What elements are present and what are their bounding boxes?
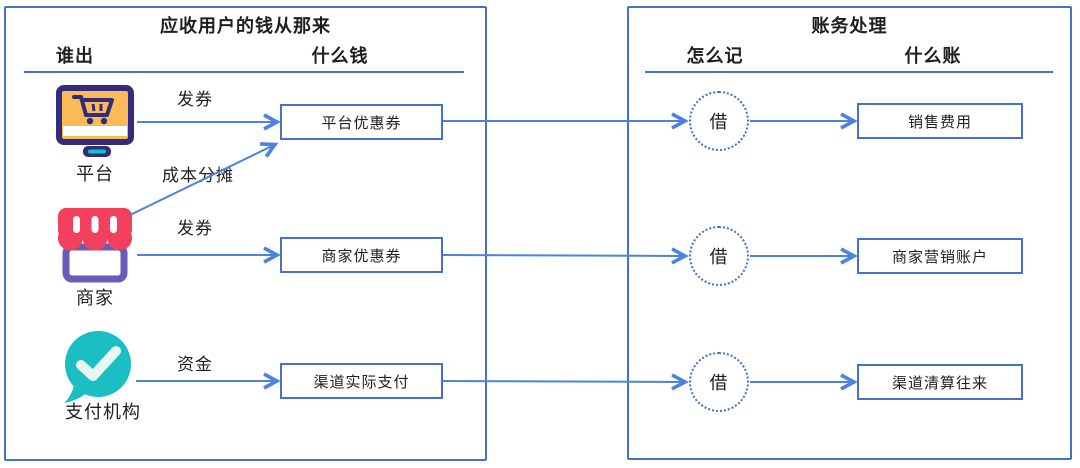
account-box-channel-clearing: 渠道清算往来 <box>857 364 1023 400</box>
platform-monitor-cart-icon <box>52 83 138 159</box>
debit-circle-1: 借 <box>689 91 749 151</box>
column-header-what-account: 什么账 <box>904 46 962 66</box>
payment-chat-check-icon <box>58 328 138 404</box>
flow-label-cost-share: 成本分摊 <box>162 166 234 185</box>
right-header-separator <box>645 71 1053 73</box>
debit-circle-2: 借 <box>689 226 749 286</box>
left-header-separator <box>24 71 464 73</box>
flow-label-issue-coupon-1: 发券 <box>177 90 213 109</box>
column-header-how-record: 怎么记 <box>686 46 744 66</box>
flow-label-funds: 资金 <box>177 355 213 374</box>
money-box-merchant-coupon: 商家优惠券 <box>280 237 443 273</box>
money-box-channel-actual-pay: 渠道实际支付 <box>280 363 443 399</box>
debit-circle-3: 借 <box>689 352 749 412</box>
account-box-merchant-marketing: 商家营销账户 <box>857 238 1023 274</box>
column-header-what-money: 什么钱 <box>311 46 369 66</box>
entity-label-platform: 平台 <box>76 164 114 184</box>
money-box-platform-coupon: 平台优惠券 <box>280 104 443 140</box>
right-panel-title: 账务处理 <box>811 16 888 36</box>
entity-label-merchant: 商家 <box>76 288 114 308</box>
entity-label-payment-institution: 支付机构 <box>65 402 141 422</box>
account-box-sales-expense: 销售费用 <box>857 103 1023 139</box>
merchant-storefront-icon <box>53 203 137 283</box>
left-panel-title: 应收用户的钱从那来 <box>160 16 331 36</box>
flow-label-issue-coupon-2: 发券 <box>177 219 213 238</box>
column-header-who: 谁出 <box>56 46 94 66</box>
